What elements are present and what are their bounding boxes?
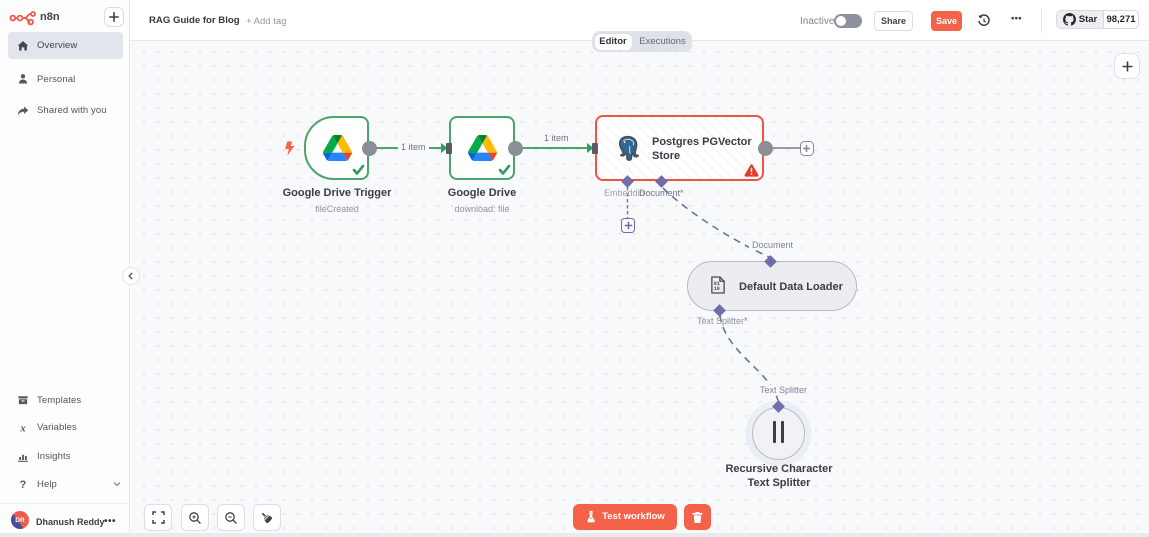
svg-text:x: x: [19, 423, 25, 434]
svg-text:?: ?: [20, 479, 27, 490]
svg-text:10: 10: [714, 286, 720, 292]
svg-text:01: 01: [714, 281, 720, 287]
